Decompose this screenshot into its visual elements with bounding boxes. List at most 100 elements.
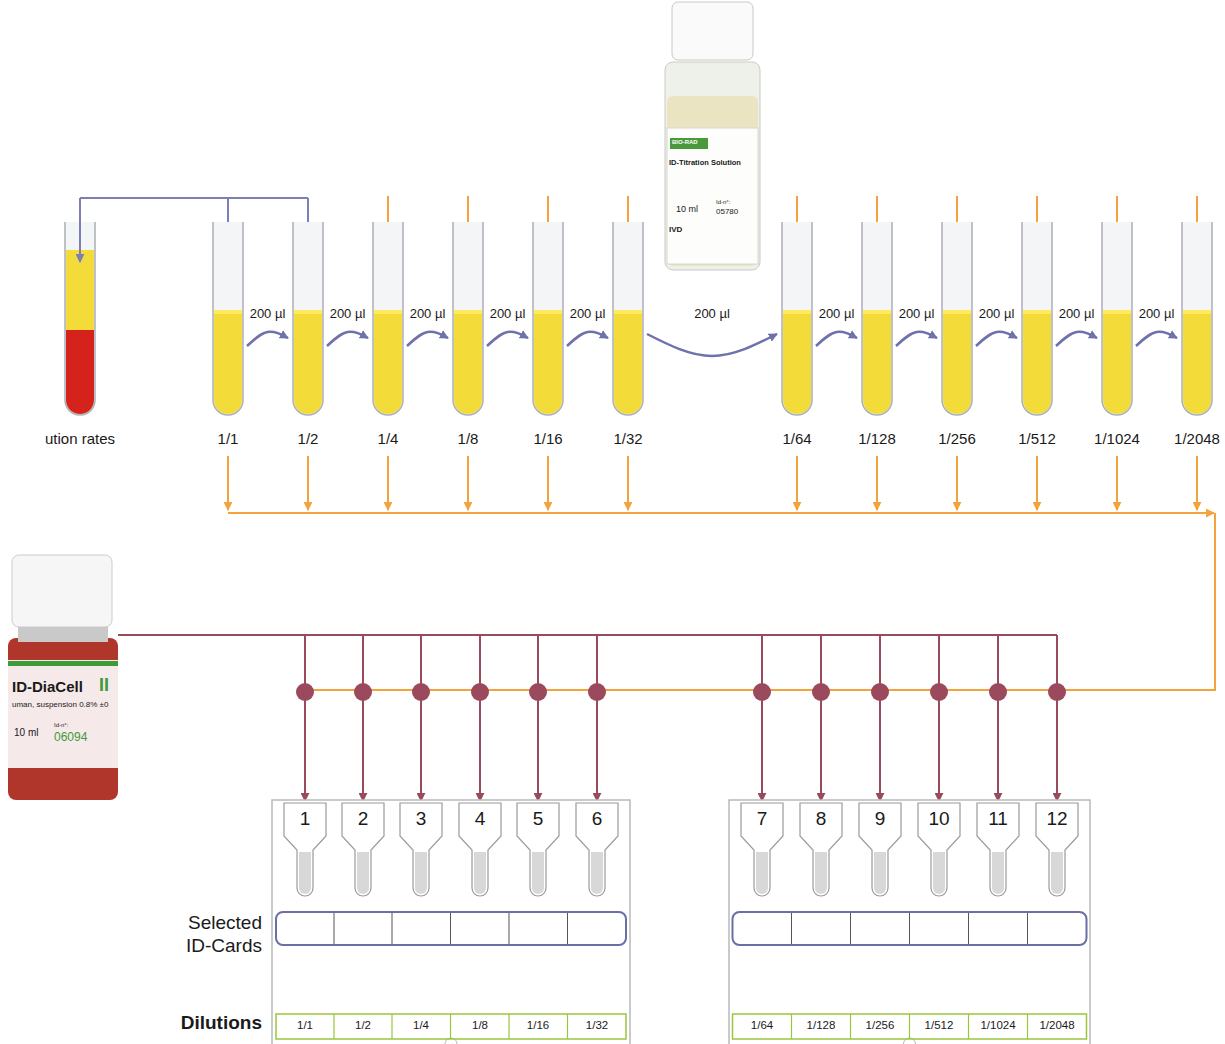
dilution-cell: 1/128 xyxy=(807,1019,836,1033)
tube-outline xyxy=(1099,222,1135,422)
reagent-line xyxy=(1056,635,1058,801)
tube-glass xyxy=(942,222,972,415)
transfer-line xyxy=(307,456,309,510)
tube-outline xyxy=(530,222,566,422)
transfer-arrow xyxy=(487,332,528,346)
dilution-cell: 1/32 xyxy=(586,1019,608,1033)
junction-dot xyxy=(354,683,372,701)
cell-divider xyxy=(1027,1014,1028,1039)
liquid-surface xyxy=(943,310,971,314)
dilution-cell: 1/4 xyxy=(413,1019,429,1033)
transfer-line xyxy=(956,456,958,510)
diacell-bottle xyxy=(8,555,118,800)
dilution-rate: 1/16 xyxy=(533,430,562,448)
cell-divider xyxy=(909,913,910,944)
tube-outline xyxy=(210,222,246,422)
liquid-surface xyxy=(454,310,482,314)
gel-column xyxy=(1051,852,1063,894)
transfer-arrow xyxy=(816,332,857,346)
dilution-rate: 1/256 xyxy=(938,430,976,448)
microtube xyxy=(800,803,842,896)
brand-tag xyxy=(670,138,708,149)
bottle-label xyxy=(8,660,118,768)
well-number: 5 xyxy=(533,808,544,831)
tube-glass xyxy=(862,222,892,415)
well-number: 3 xyxy=(416,808,427,831)
well-number: 7 xyxy=(757,808,768,831)
tube-liquid xyxy=(943,312,971,414)
microtube xyxy=(859,803,901,896)
tube-glass xyxy=(1022,222,1052,415)
well-number: 1 xyxy=(300,808,311,831)
gel-column xyxy=(756,852,768,894)
dilution-tube: 1/32 xyxy=(610,222,646,422)
sample-line xyxy=(79,198,81,262)
tube-glass xyxy=(1182,222,1212,415)
liquid-surface xyxy=(783,310,811,314)
volume-label: 200 µl xyxy=(1138,306,1176,322)
junction-dot xyxy=(296,683,314,701)
transfer-arrow xyxy=(1136,332,1177,346)
cell-divider xyxy=(567,1014,568,1039)
titration-bottle xyxy=(665,2,760,270)
junction-dot xyxy=(989,683,1007,701)
tube-liquid xyxy=(454,312,482,414)
bottle-cap xyxy=(672,2,753,60)
transfer-line xyxy=(1116,456,1118,510)
tube-glass xyxy=(533,222,563,415)
transfer-arrow xyxy=(247,332,288,346)
transfer-line xyxy=(627,456,629,510)
gel-column xyxy=(415,852,427,894)
dilution-tube: 1/8 xyxy=(450,222,486,422)
tube-outline xyxy=(859,222,895,422)
tube-liquid xyxy=(863,312,891,414)
tube-outline xyxy=(1019,222,1055,422)
dilution-rate: 1/4 xyxy=(378,430,399,448)
well-number: 10 xyxy=(928,808,949,831)
tube-liquid xyxy=(1023,312,1051,414)
gel-column xyxy=(933,852,945,894)
gel-column xyxy=(299,852,311,894)
gel-column xyxy=(532,852,544,894)
liquid-surface xyxy=(614,310,642,314)
gel-column xyxy=(815,852,827,894)
dilution-tube: 1/2048 xyxy=(1179,222,1215,422)
brand-name: BIO-RAD xyxy=(672,139,698,146)
microtube xyxy=(741,803,783,896)
collector-line xyxy=(228,512,1214,514)
well-number: 2 xyxy=(358,808,369,831)
cell-divider xyxy=(450,1014,451,1039)
row-caption: Dilutions xyxy=(181,1012,262,1035)
junction-dot xyxy=(412,683,430,701)
tube-liquid xyxy=(1103,312,1131,414)
liquid-surface xyxy=(214,310,242,314)
microtube xyxy=(977,803,1019,896)
volume-label: 200 µl xyxy=(1058,306,1096,322)
tube-outline xyxy=(779,222,815,422)
transfer-line xyxy=(467,456,469,510)
dilution-rate: 1/1024 xyxy=(1094,430,1140,448)
transfer-line xyxy=(796,456,798,510)
cell-divider xyxy=(508,1014,509,1039)
tube-liquid xyxy=(374,312,402,414)
row-heading: ution rates xyxy=(45,430,115,448)
tube-liquid xyxy=(783,312,811,414)
cell-divider xyxy=(450,913,451,944)
id-caption: Id-n°: xyxy=(716,199,730,206)
gel-column xyxy=(357,852,369,894)
tube-outline xyxy=(290,222,326,422)
cell-divider xyxy=(333,1014,334,1039)
cell-divider xyxy=(509,913,510,944)
junction-dot xyxy=(753,683,771,701)
dilution-cell: 1/2 xyxy=(355,1019,371,1033)
transfer-line xyxy=(387,456,389,510)
tube-liquid xyxy=(214,312,242,414)
transfer-line xyxy=(547,456,549,510)
dilution-cell: 1/8 xyxy=(472,1019,488,1033)
dilution-cell: 1/16 xyxy=(527,1019,549,1033)
gel-column xyxy=(992,852,1004,894)
junction-dot xyxy=(871,683,889,701)
card-caption: Selected ID-Cards xyxy=(162,912,262,958)
well-number: 11 xyxy=(988,808,1008,831)
id-card xyxy=(272,800,630,1044)
